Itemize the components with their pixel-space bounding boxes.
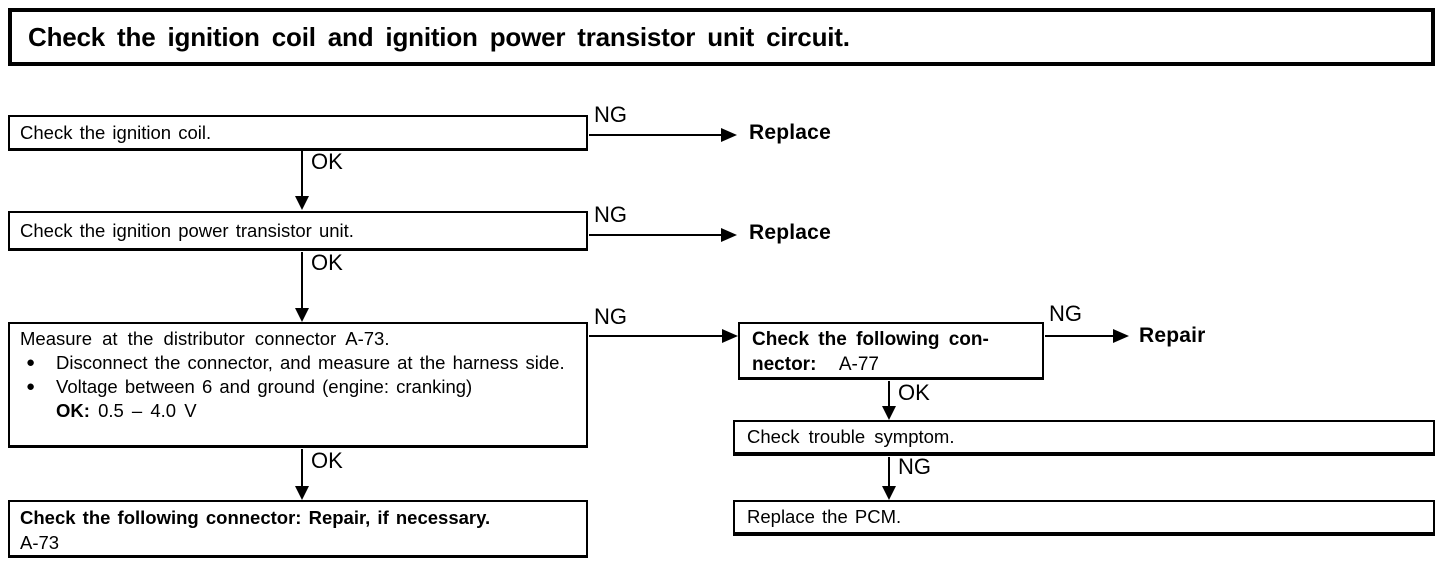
node-check-connector-a77-line2-bold: nector: (752, 354, 817, 375)
measure-title: Measure at the distributor connector A-7… (20, 328, 390, 349)
connector-line-coil-ng (589, 134, 721, 136)
node-check-trouble-symptom-label: Check trouble symptom. (747, 426, 955, 447)
node-check-connector-a77-line2: nector: A-77 (752, 352, 1030, 378)
node-check-connector-a77: Check the following con- nector: A-77 (738, 322, 1044, 380)
node-measure-distributor-connector: Measure at the distributor connector A-7… (8, 322, 588, 448)
bullet-icon: ● (26, 378, 36, 395)
terminal-repair: Repair (1139, 324, 1206, 347)
arrowhead-down (295, 308, 309, 322)
node-check-power-transistor: Check the ignition power transistor unit… (8, 211, 588, 251)
arrowhead-down (295, 196, 309, 210)
edge-label-ok: OK (311, 149, 343, 174)
arrowhead-down (295, 486, 309, 500)
edge-label-ng: NG (594, 102, 627, 127)
bullet-icon: ● (26, 354, 36, 371)
procedure-title: Check the ignition coil and ignition pow… (28, 21, 850, 52)
arrowhead-down (882, 406, 896, 420)
node-check-connector-a77-line1: Check the following con- (752, 329, 989, 350)
node-check-ignition-coil: Check the ignition coil. (8, 115, 588, 151)
node-check-connector-a73-line1: Check the following connector: Repair, i… (20, 507, 491, 528)
node-check-connector-a73: Check the following connector: Repair, i… (8, 500, 588, 558)
node-check-trouble-symptom: Check trouble symptom. (733, 420, 1435, 456)
connector-line-symptom-ng (888, 457, 890, 487)
arrowhead-right (1113, 329, 1129, 343)
measure-bullet-1-text: Disconnect the connector, and measure at… (56, 352, 565, 373)
node-check-connector-a73-line2: A-73 (20, 532, 60, 553)
arrowhead-right (722, 329, 738, 343)
procedure-title-box: Check the ignition coil and ignition pow… (8, 8, 1435, 66)
arrowhead-down (882, 486, 896, 500)
arrowhead-right (721, 228, 737, 242)
measure-bullet-2-text: Voltage between 6 and ground (engine: cr… (56, 376, 473, 397)
connector-line-transistor-ok (301, 252, 303, 309)
edge-label-ng: NG (898, 454, 931, 479)
arrowhead-right (721, 128, 737, 142)
edge-label-ok: OK (311, 448, 343, 473)
edge-label-ng: NG (594, 202, 627, 227)
measure-ok-spec-label: OK: (56, 400, 90, 421)
connector-line-a77-ok (888, 381, 890, 407)
edge-label-ng: NG (594, 304, 627, 329)
connector-line-a77-ng (1045, 335, 1115, 337)
measure-ok-spec-value: 0.5 – 4.0 V (98, 400, 197, 421)
measure-bullet-2: ● Voltage between 6 and ground (engine: … (20, 375, 576, 399)
edge-label-ok: OK (898, 380, 930, 405)
connector-line-measure-ng (589, 335, 722, 337)
connector-line-coil-ok (301, 151, 303, 197)
measure-bullet-1: ● Disconnect the connector, and measure … (20, 351, 576, 375)
edge-label-ng: NG (1049, 301, 1082, 326)
terminal-replace-transistor: Replace (749, 221, 831, 244)
connector-line-measure-ok (301, 449, 303, 487)
node-replace-pcm: Replace the PCM. (733, 500, 1435, 536)
edge-label-ok: OK (311, 250, 343, 275)
node-check-power-transistor-label: Check the ignition power transistor unit… (20, 219, 354, 241)
node-check-ignition-coil-label: Check the ignition coil. (20, 121, 212, 143)
node-replace-pcm-label: Replace the PCM. (747, 506, 902, 527)
terminal-replace-coil: Replace (749, 121, 831, 144)
node-check-connector-a77-value: A-77 (838, 354, 879, 375)
connector-line-transistor-ng (589, 234, 721, 236)
measure-ok-spec: OK: 0.5 – 4.0 V (56, 399, 576, 423)
